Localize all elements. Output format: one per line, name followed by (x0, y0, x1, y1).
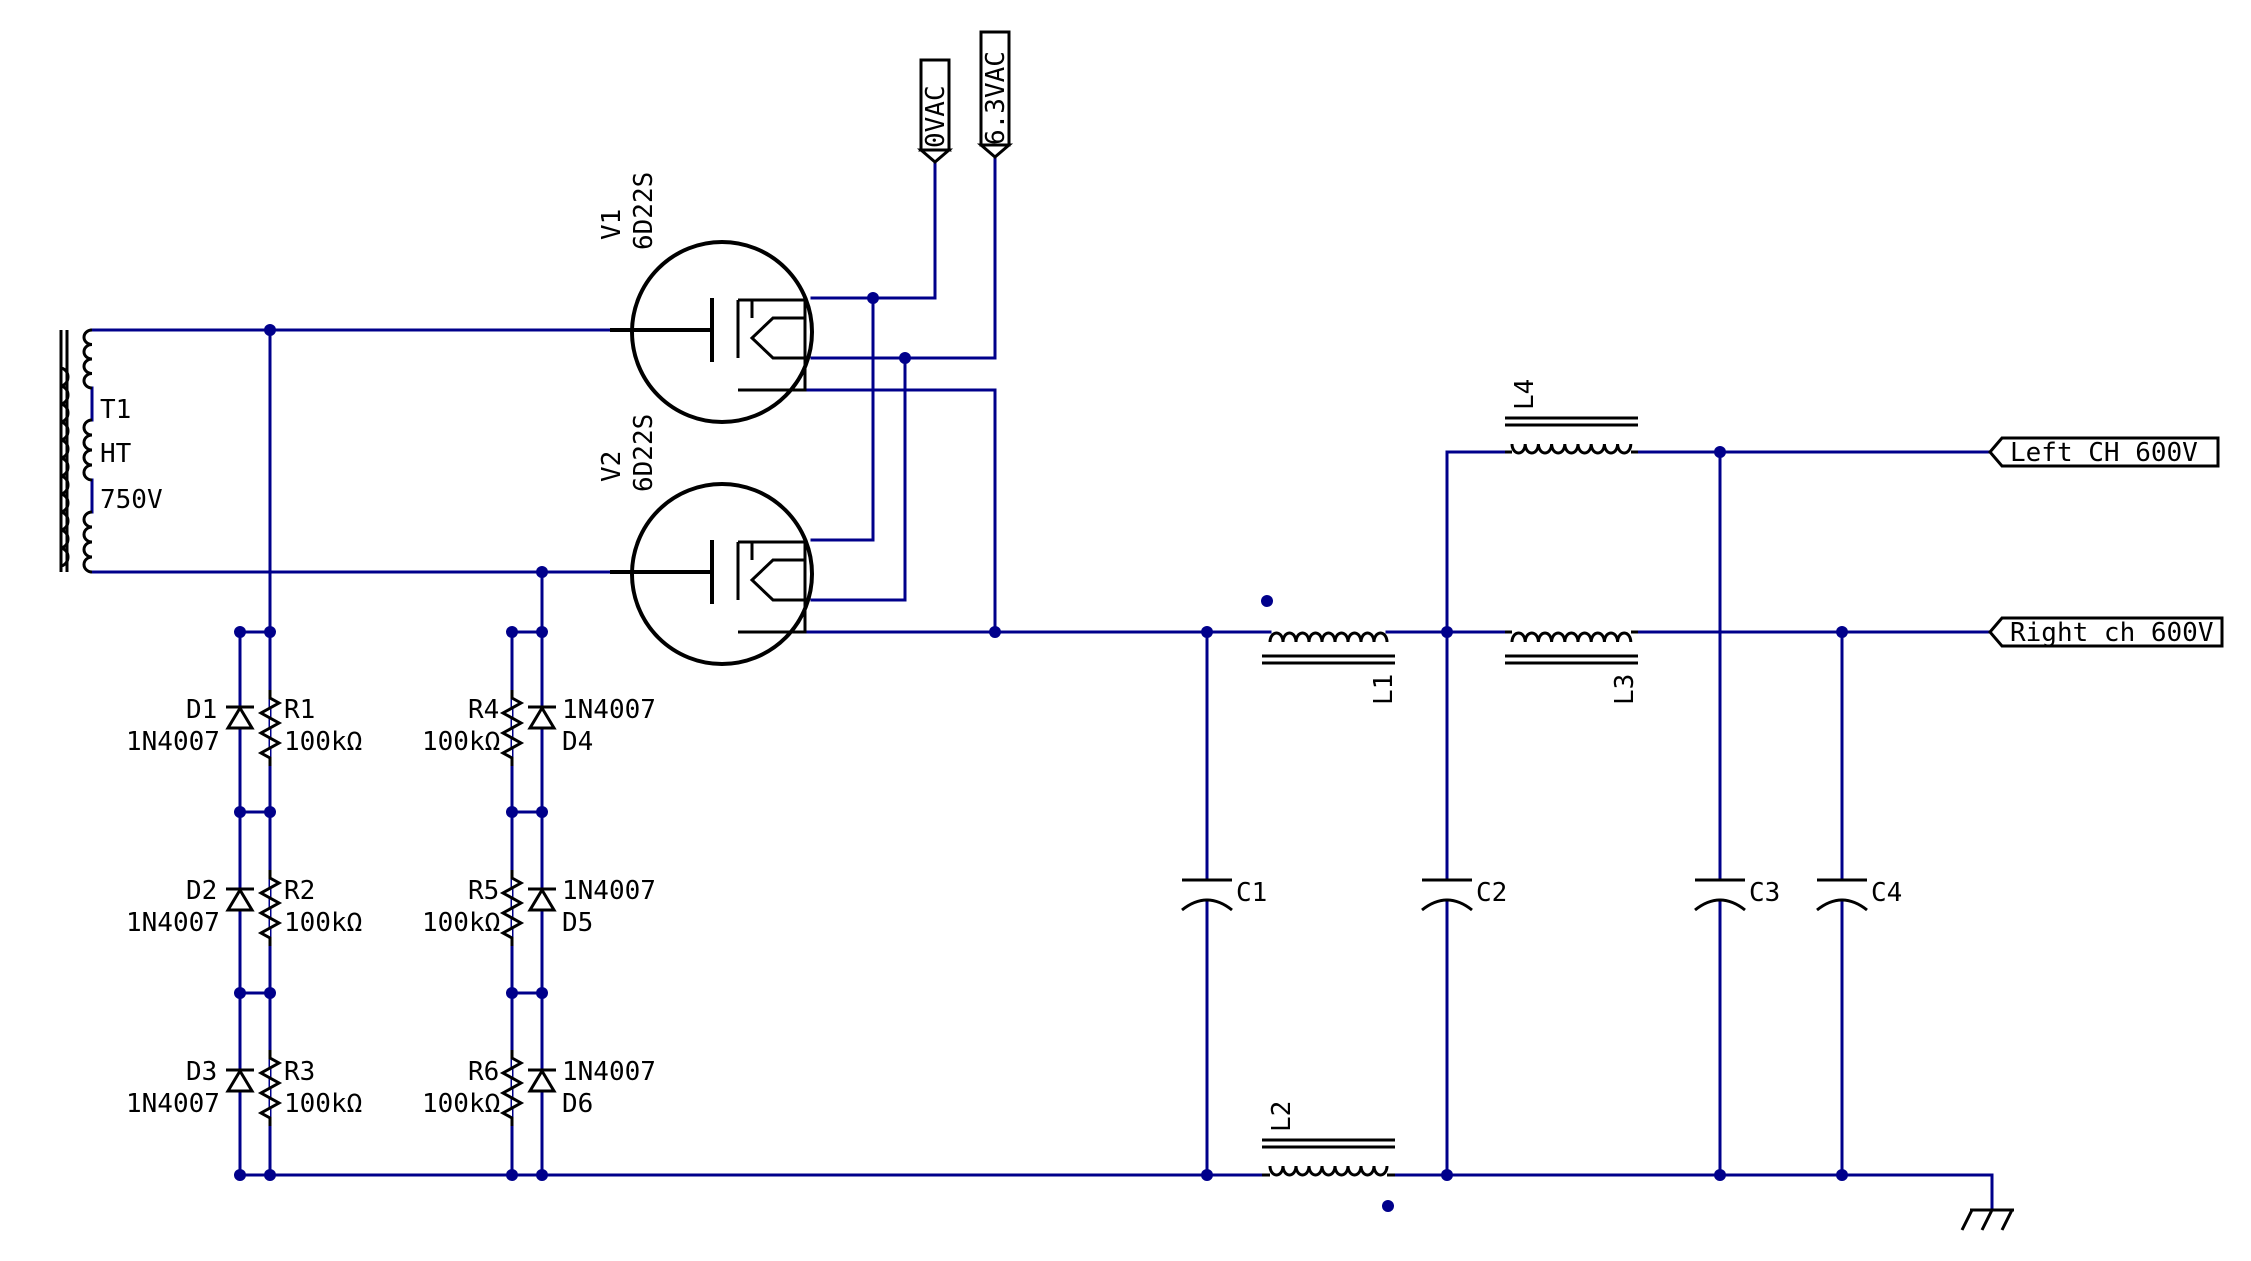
transformer-secondary-coil-icon (82, 328, 93, 574)
tube-v2-part: 6D22S (629, 414, 659, 492)
net-label-left-ch-text: Left CH 600V (2010, 438, 2198, 468)
resistor-r3: R3 100kΩ (257, 1050, 362, 1126)
transformer-name: HT (100, 439, 132, 469)
diode-d5-ref: D5 (562, 908, 593, 938)
resistor-r1: R1 100kΩ (257, 690, 362, 766)
diode-d3-part: 1N4007 (126, 1089, 220, 1119)
resistor-r5: R5 100kΩ (422, 870, 525, 946)
resistor-r6-ref: R6 (468, 1057, 499, 1087)
net-label-left-ch: Left CH 600V (1988, 436, 2220, 468)
net-label-0vac: 0VAC (916, 58, 954, 164)
chassis-ground-icon (1960, 1208, 2014, 1231)
resistor-r1-ref: R1 (284, 695, 315, 725)
resistor-r2-value: 100kΩ (284, 908, 362, 938)
net-label-0vac-text: 0VAC (921, 85, 951, 148)
capacitor-c1: C1 (1181, 878, 1267, 912)
inductor-l2: L2 (1262, 1101, 1395, 1177)
resistor-r2: R2 100kΩ (257, 870, 362, 946)
tube-v1-ref: V1 (597, 209, 627, 240)
junction-dots (234, 292, 1848, 1212)
transformer-value: 750V (100, 485, 163, 515)
diode-d1-part: 1N4007 (126, 727, 220, 757)
resistor-r3-value: 100kΩ (284, 1089, 362, 1119)
tube-v1-part: 6D22S (629, 172, 659, 250)
diode-d2-ref: D2 (186, 876, 217, 906)
diode-d5: 1N4007 D5 (527, 876, 656, 938)
inductor-l1-ref: L1 (1369, 674, 1399, 705)
tube-v2: V2 6D22S (597, 414, 814, 666)
inductor-l1: L1 (1260, 630, 1399, 705)
tube-v2-ref: V2 (597, 451, 627, 482)
diode-d5-part: 1N4007 (562, 876, 656, 906)
capacitor-c3-ref: C3 (1749, 878, 1780, 908)
capacitor-c2: C2 (1421, 878, 1507, 912)
inductor-l3: L3 (1505, 630, 1640, 705)
diode-d6-part: 1N4007 (562, 1057, 656, 1087)
diode-d1: D1 1N4007 (126, 695, 255, 757)
resistor-r4-value: 100kΩ (422, 727, 500, 757)
transformer-t1: T1 HT 750V (59, 328, 163, 574)
capacitor-c3: C3 (1694, 878, 1780, 912)
diode-d3-ref: D3 (186, 1057, 217, 1087)
diode-d4-ref: D4 (562, 727, 593, 757)
net-label-6v3ac: 6.3VAC (976, 30, 1014, 159)
wires (90, 143, 1994, 1212)
resistor-r3-ref: R3 (284, 1057, 315, 1087)
capacitor-c4: C4 (1816, 878, 1902, 912)
net-label-right-ch-text: Right ch 600V (2010, 618, 2214, 648)
transformer-ref: T1 (100, 395, 131, 425)
resistor-r4-ref: R4 (468, 695, 499, 725)
inductor-l4-ref: L4 (1510, 379, 1540, 410)
resistor-r6: R6 100kΩ (422, 1050, 525, 1126)
diode-d2: D2 1N4007 (126, 876, 255, 938)
diode-d2-part: 1N4007 (126, 908, 220, 938)
diode-d1-ref: D1 (186, 695, 217, 725)
resistor-r4: R4 100kΩ (422, 690, 525, 766)
tube-v1: V1 6D22S (597, 172, 814, 424)
diode-d3: D3 1N4007 (126, 1057, 255, 1119)
capacitor-c1-ref: C1 (1236, 878, 1267, 908)
resistor-r1-value: 100kΩ (284, 727, 362, 757)
diode-d4-part: 1N4007 (562, 695, 656, 725)
diode-d4: 1N4007 D4 (527, 695, 656, 757)
capacitor-c4-ref: C4 (1871, 878, 1902, 908)
diode-d6: 1N4007 D6 (527, 1057, 656, 1119)
resistor-r2-ref: R2 (284, 876, 315, 906)
diode-d6-ref: D6 (562, 1089, 593, 1119)
inductor-l4: L4 (1505, 379, 1638, 455)
resistor-r5-ref: R5 (468, 876, 499, 906)
net-label-right-ch: Right ch 600V (1988, 616, 2224, 648)
inductor-l2-ref: L2 (1267, 1101, 1297, 1132)
inductor-l3-ref: L3 (1610, 674, 1640, 705)
resistor-r5-value: 100kΩ (422, 908, 500, 938)
net-label-6v3ac-text: 6.3VAC (981, 51, 1011, 145)
resistor-r6-value: 100kΩ (422, 1089, 500, 1119)
capacitor-c2-ref: C2 (1476, 878, 1507, 908)
